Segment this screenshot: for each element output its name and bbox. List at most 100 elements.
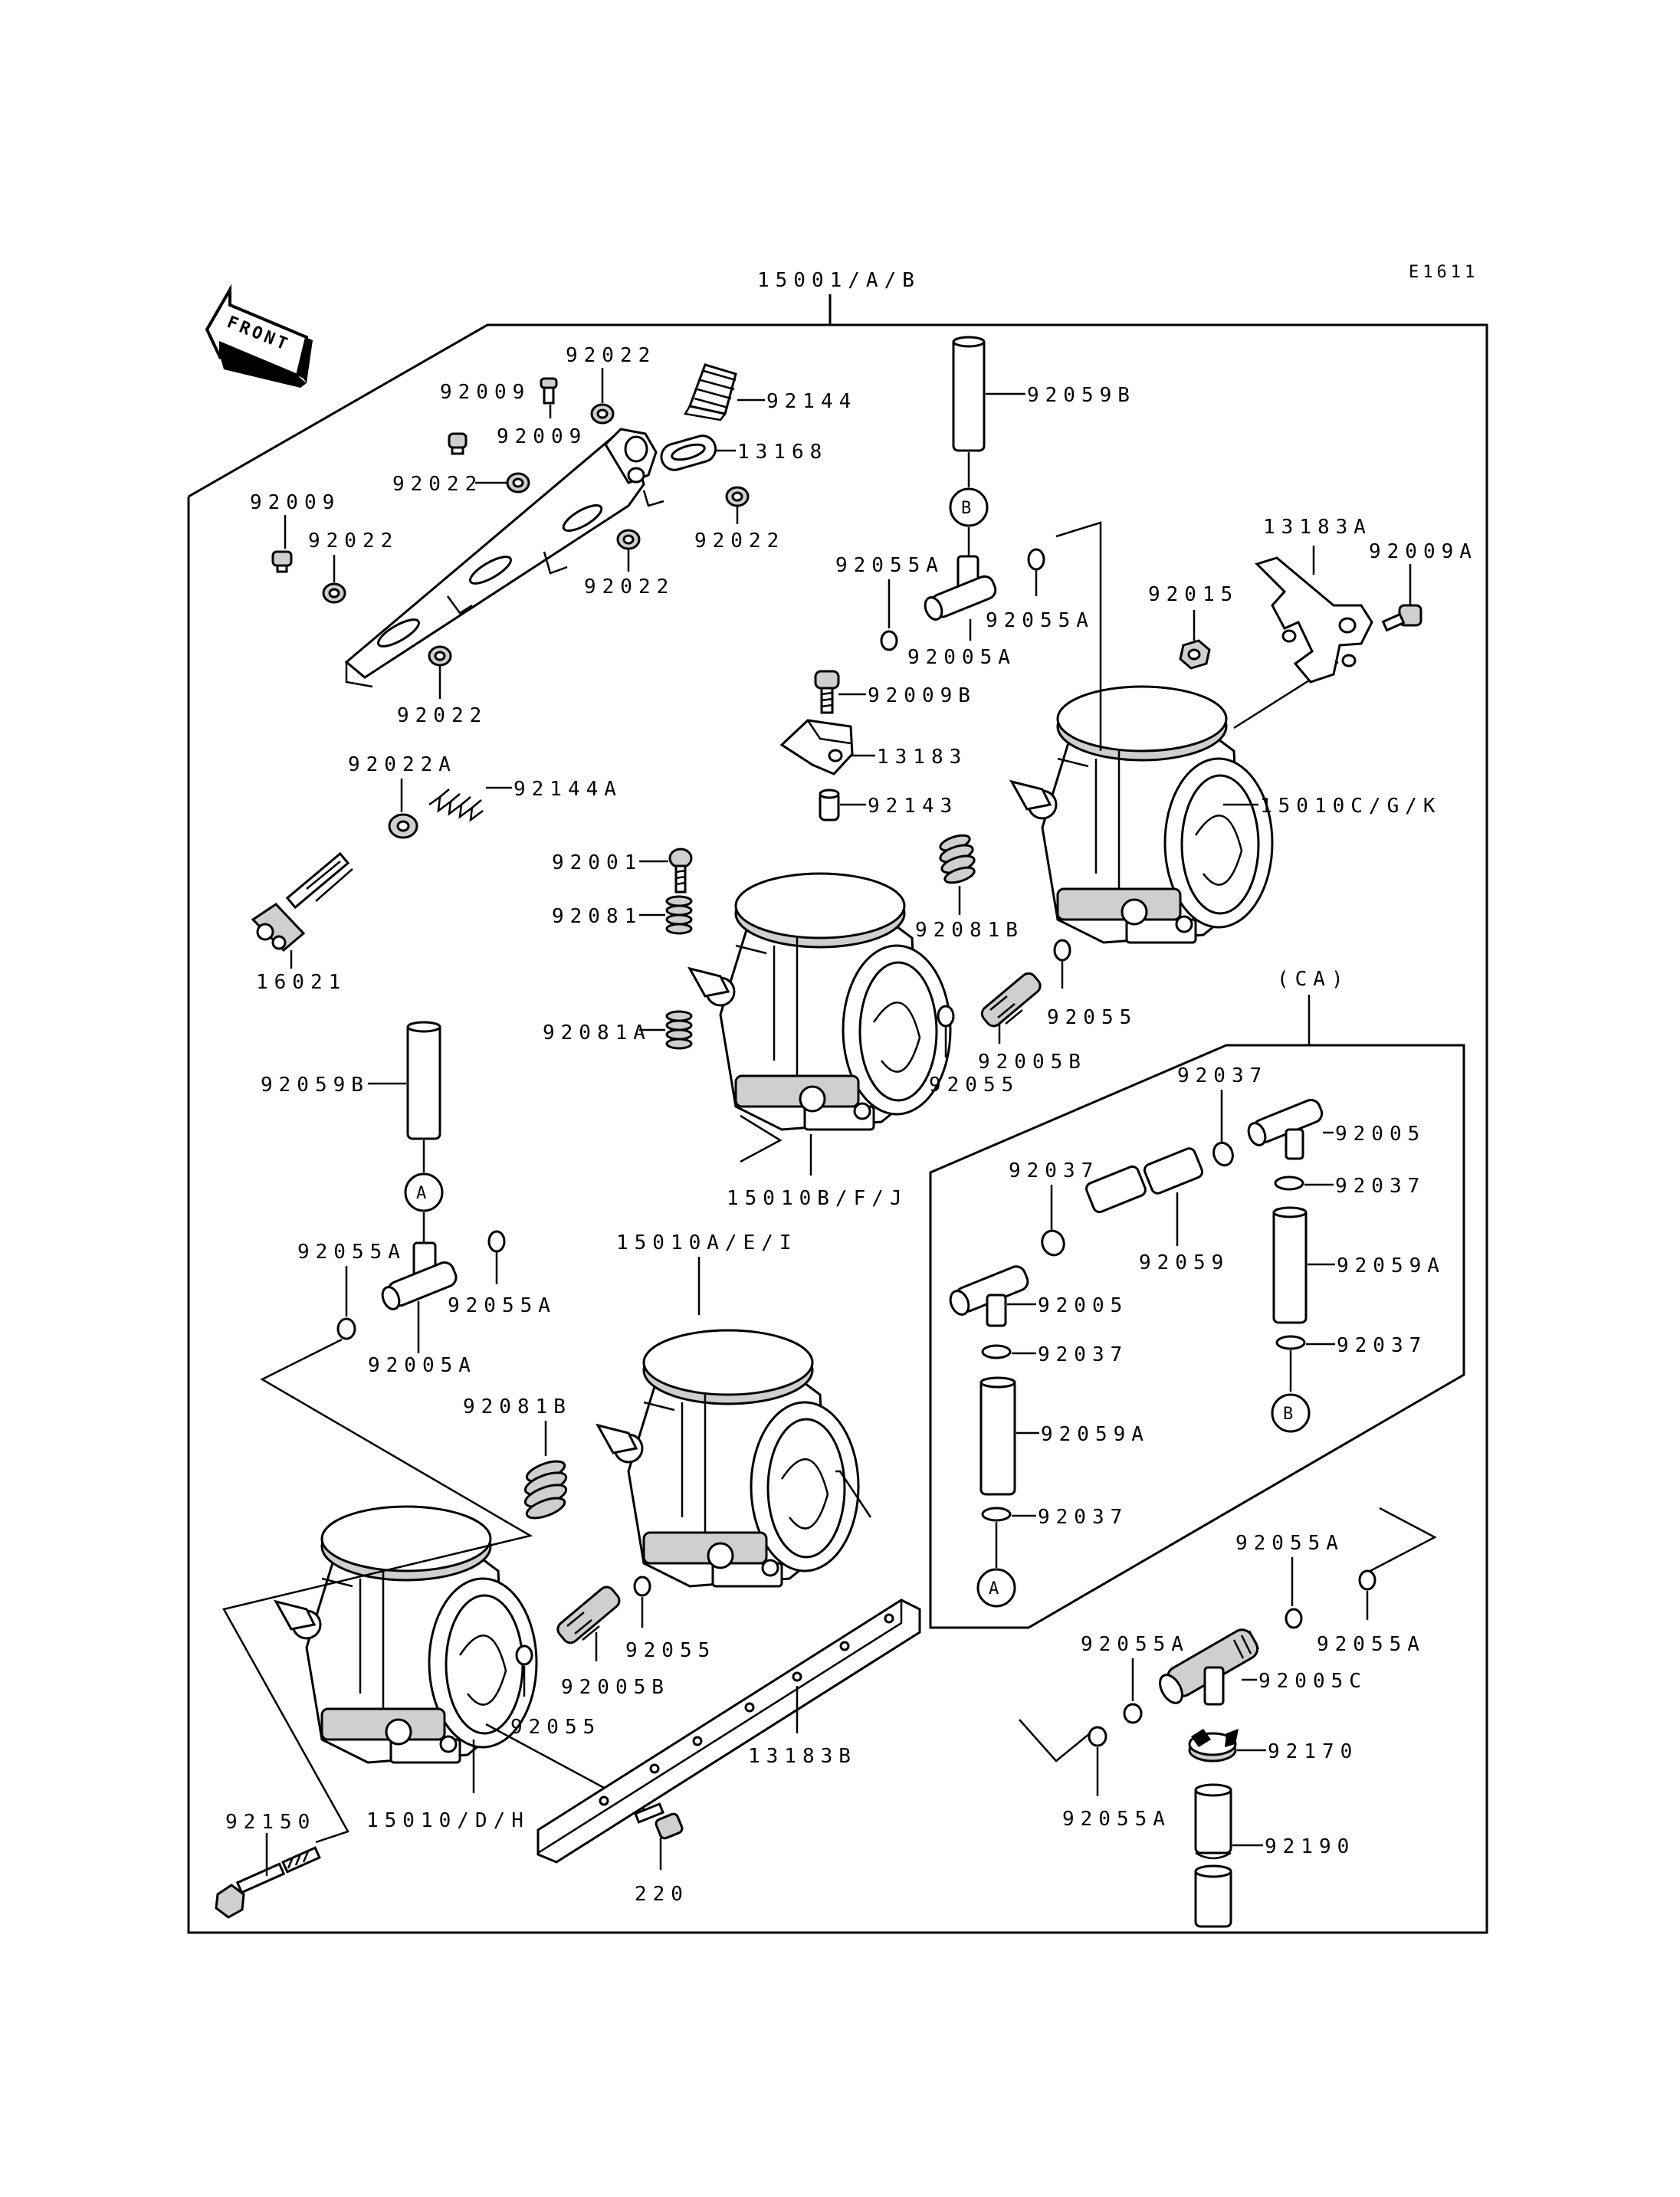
label-92022a: 92022A (348, 753, 457, 776)
label-92005c: 92005C (1258, 1670, 1367, 1693)
hose-92059b-top (952, 336, 986, 452)
label-13168: 13168 (737, 441, 828, 464)
fitting-92005b-mid (980, 972, 1042, 1028)
label-92081b-top: 92081B (915, 919, 1024, 942)
oring-92055-m1 (1053, 939, 1071, 962)
screw-92009-c (271, 550, 293, 573)
label-92055a-l2: 92055A (448, 1294, 556, 1317)
clamp-92170 (1188, 1729, 1239, 1763)
screw-92009b (814, 670, 840, 714)
label-92081a: 92081A (543, 1021, 651, 1044)
label-92005a-top: 92005A (907, 646, 1016, 669)
label-92059a-1: 92059A (1337, 1254, 1445, 1277)
hose-92190 (1194, 1783, 1232, 1928)
label-92059b-top: 92059B (1027, 384, 1136, 407)
clamp-92037-1 (1212, 1141, 1234, 1167)
oring-92055a-r4 (1088, 1726, 1107, 1747)
oring-92055a-r3 (1123, 1703, 1143, 1724)
clamp-92037-6 (981, 1507, 1012, 1522)
label-92059b-left: 92059B (261, 1074, 369, 1097)
ca-group-label: (CA) (1277, 968, 1350, 991)
oring-92055-b2 (515, 1644, 533, 1666)
plate-13183a (1255, 556, 1373, 684)
label-13183: 13183 (877, 746, 967, 769)
washer-92022-top (590, 403, 615, 425)
label-15010dh: 15010/D/H (366, 1809, 530, 1832)
washer-92022a (388, 813, 418, 839)
label-92009b: 92009B (868, 684, 976, 707)
part-92143 (819, 789, 840, 821)
hose-92059 (1085, 1147, 1204, 1214)
clamp-92037-5 (1275, 1335, 1306, 1350)
oring-92055-b1 (633, 1576, 651, 1597)
ref-b-top-label: B (961, 499, 971, 518)
spring-92144a (428, 789, 484, 822)
spring-92081b-left (523, 1460, 568, 1520)
label-92055a-t2: 92055A (986, 609, 1094, 632)
label-92022-top: 92022 (566, 344, 656, 367)
washer-92022-e (322, 582, 346, 604)
hose-92059b-left (406, 1021, 441, 1140)
label-92055a-t1: 92055A (835, 554, 944, 577)
label-92081b-left: 92081B (463, 1395, 572, 1418)
part-16021 (251, 851, 353, 953)
screw-92009-b (448, 432, 468, 455)
spring-92081 (665, 895, 693, 935)
washer-92022-f (428, 645, 452, 667)
label-92144: 92144 (766, 390, 857, 413)
assembly-outline (187, 323, 1488, 1934)
label-92022-c: 92022 (694, 530, 785, 553)
carburetor-15010aei (596, 1329, 860, 1588)
carburetor-15010dh (274, 1505, 538, 1764)
label-92022-d: 92022 (584, 575, 674, 598)
label-92005-1: 92005 (1335, 1123, 1426, 1146)
clamp-92037-3 (1041, 1229, 1065, 1257)
spring-92081a (665, 1010, 693, 1050)
fitting-92005c (1159, 1628, 1260, 1706)
assembly-label: 15001/A/B (757, 269, 920, 292)
ca-group-outline (929, 1044, 1465, 1629)
label-13183b: 13183B (748, 1745, 857, 1768)
ref-b-top: B (949, 487, 989, 527)
label-92022-e: 92022 (308, 530, 399, 553)
bracket-13183 (779, 719, 854, 776)
fitting-92005a-left (381, 1241, 458, 1310)
label-92022-b: 92022 (392, 473, 483, 496)
label-92143: 92143 (868, 795, 958, 818)
screw-92001 (668, 848, 693, 894)
label-92037-4: 92037 (1038, 1343, 1128, 1366)
oring-92055a-l2 (487, 1230, 506, 1253)
label-92037-6: 92037 (1038, 1506, 1128, 1529)
label-92055a-r2: 92055A (1317, 1633, 1426, 1656)
oring-92055a-r2 (1358, 1569, 1376, 1591)
washer-92022-d (616, 529, 641, 550)
ref-a-ca: A (976, 1568, 1016, 1608)
carburetor-bracket (344, 428, 664, 688)
oring-92055a-r1 (1285, 1608, 1303, 1629)
label-92001: 92001 (552, 851, 642, 874)
label-92037-3: 92037 (1009, 1159, 1099, 1182)
fitting-92005a-top (924, 555, 997, 621)
label-92005b-mid: 92005B (978, 1051, 1087, 1074)
label-92170: 92170 (1268, 1740, 1358, 1763)
label-92055a-l1: 92055A (297, 1241, 406, 1264)
spring-92144 (683, 363, 737, 421)
fitting-92005b-bottom (556, 1585, 621, 1644)
label-13183a: 13183A (1263, 516, 1372, 539)
label-92055-m1: 92055 (1047, 1006, 1137, 1029)
hose-92059a-2 (979, 1376, 1016, 1496)
hose-92059a-1 (1272, 1206, 1308, 1324)
oring-92055a-t1 (880, 630, 898, 651)
label-92055a-r3: 92055A (1081, 1633, 1189, 1656)
diagram-code: E1611 (1409, 263, 1478, 282)
label-92055-b2: 92055 (510, 1716, 601, 1739)
label-92190: 92190 (1265, 1835, 1355, 1858)
label-92037-1: 92037 (1177, 1064, 1268, 1087)
bolt-92150 (215, 1846, 321, 1919)
label-92037-2: 92037 (1335, 1175, 1426, 1198)
label-92005-2: 92005 (1038, 1294, 1128, 1317)
label-92055a-r4: 92055A (1062, 1808, 1171, 1831)
label-92037-5: 92037 (1337, 1334, 1427, 1357)
clamp-92037-2 (1274, 1176, 1304, 1191)
